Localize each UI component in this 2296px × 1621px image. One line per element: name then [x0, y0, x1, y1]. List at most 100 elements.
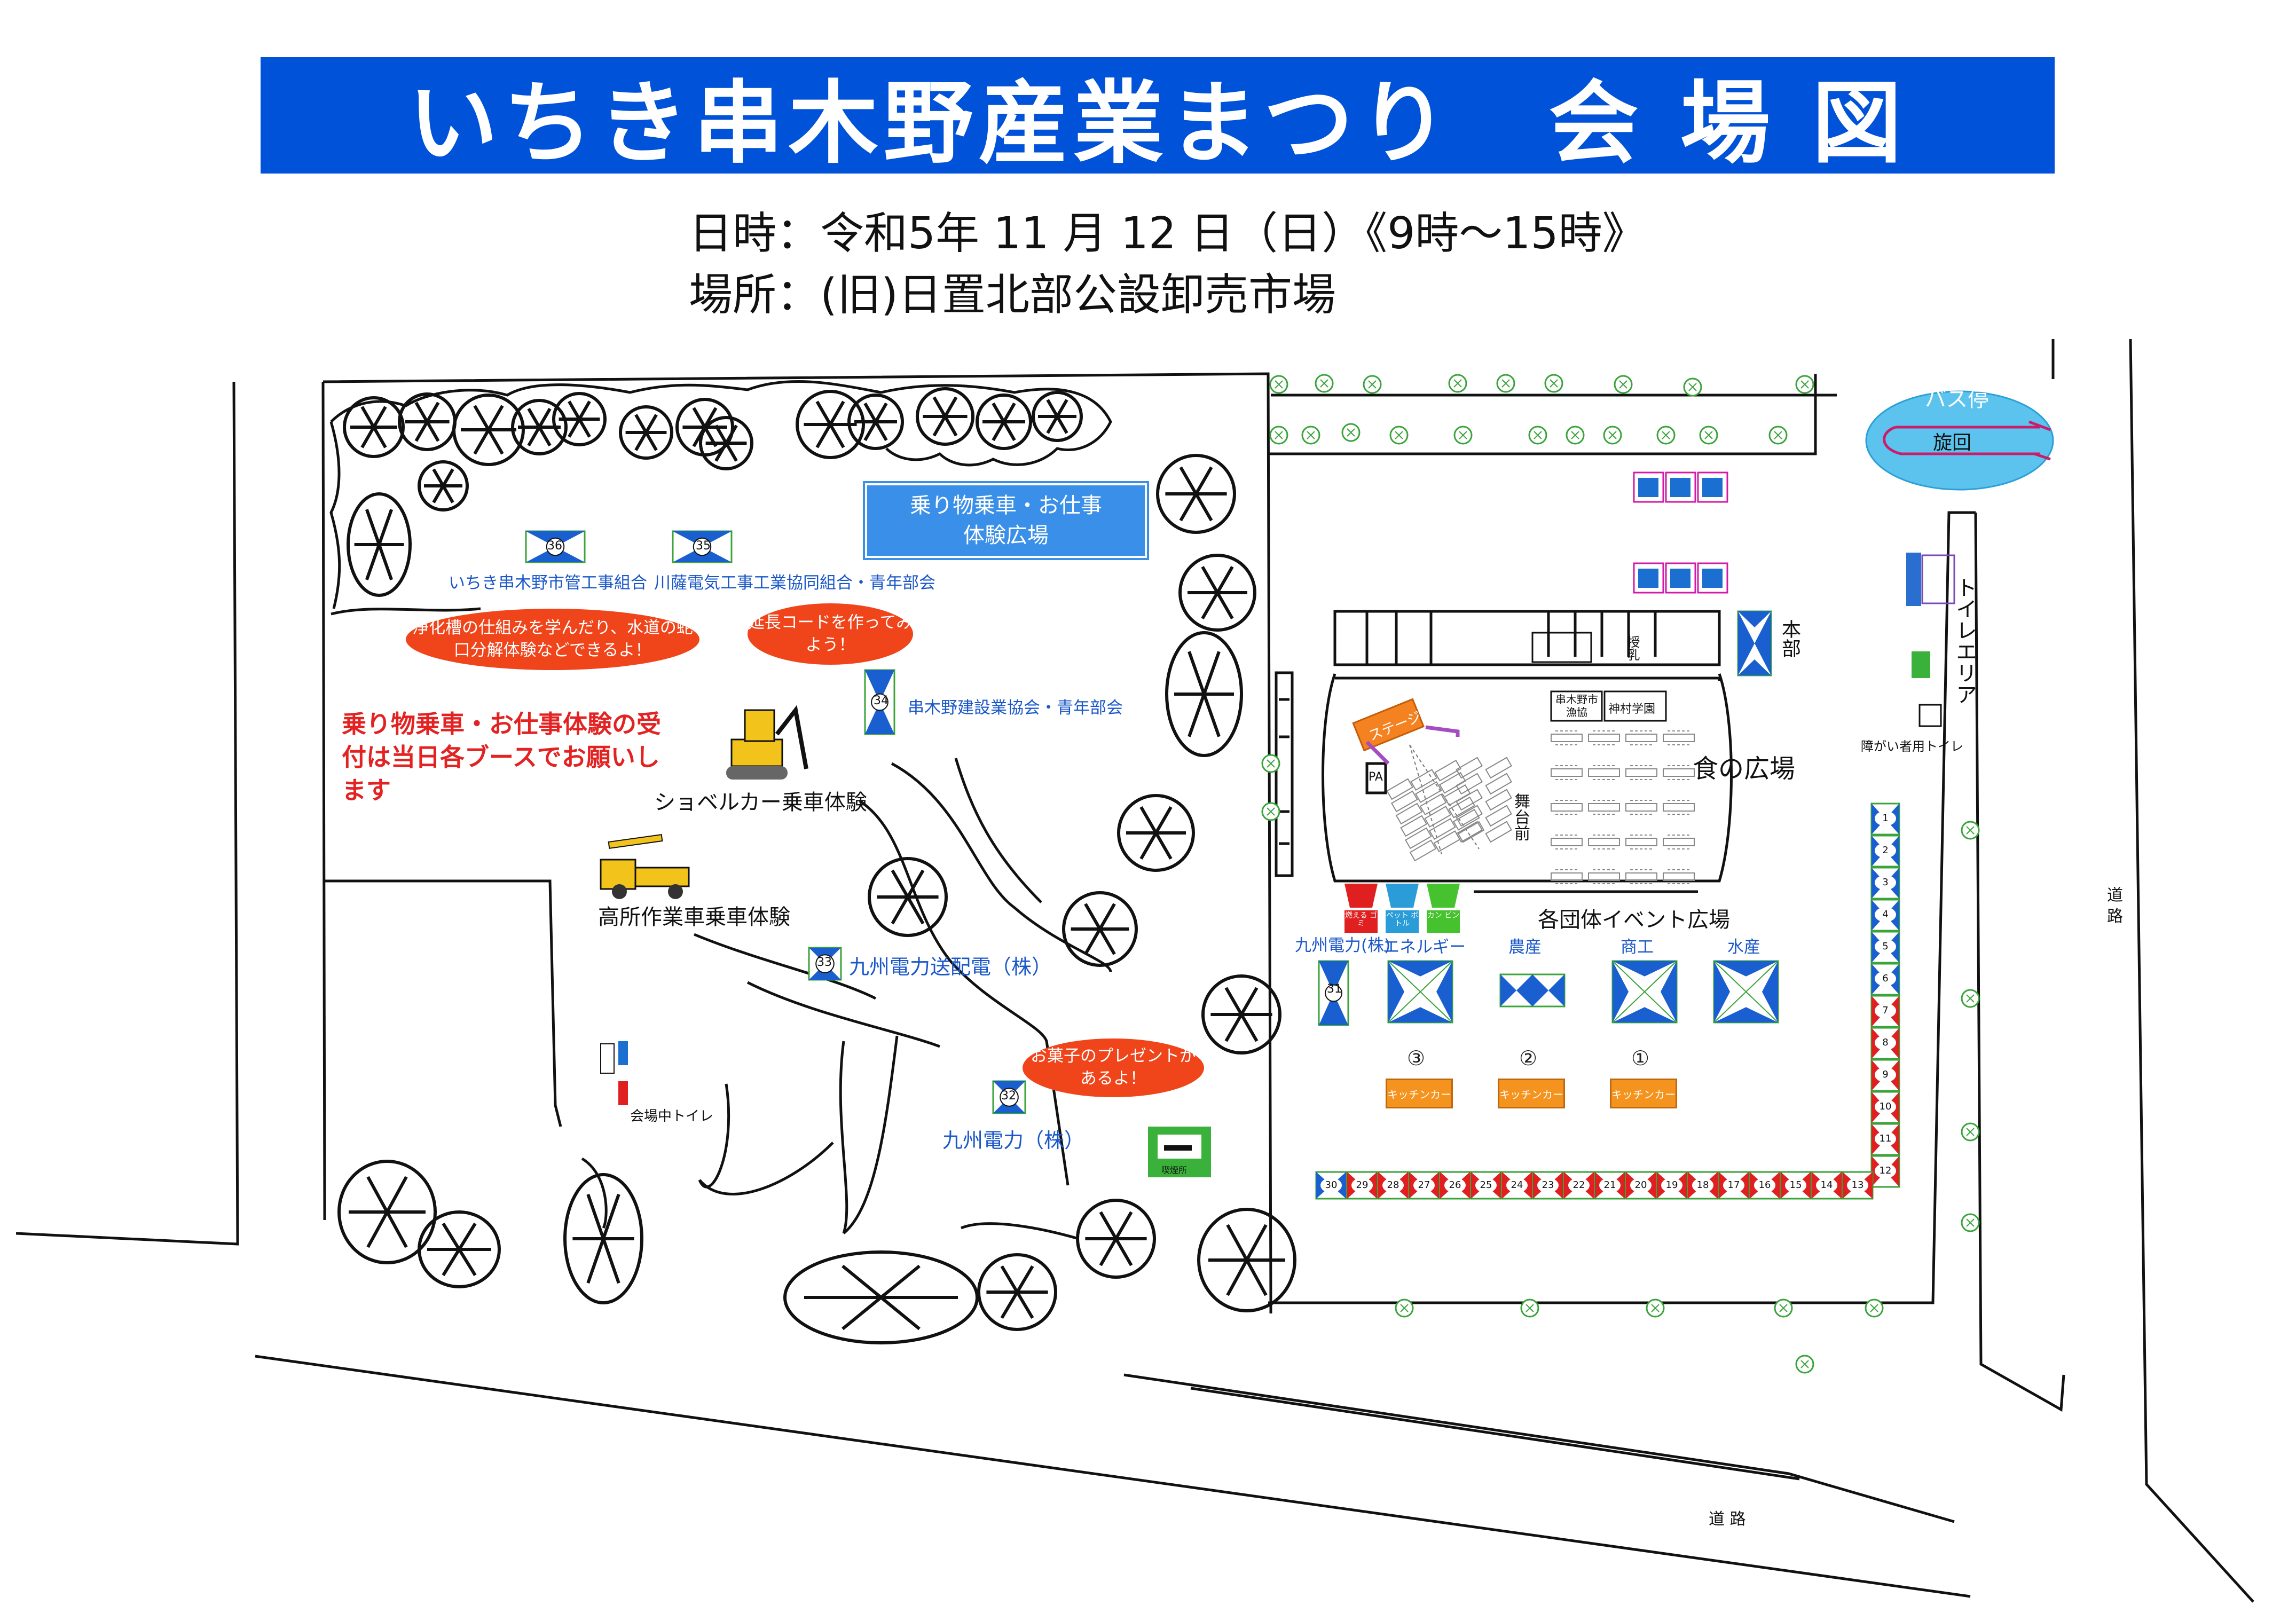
shrub-icon [1315, 374, 1334, 393]
booth-36-num: 36 [547, 539, 562, 553]
tree-icon [552, 392, 607, 446]
bin-burnable-label: 燃える ゴミ [1344, 911, 1378, 928]
stall-number: 20 [1630, 1178, 1652, 1193]
tree-icon [699, 416, 753, 470]
tree-icon [511, 399, 568, 455]
food-table [1551, 835, 1583, 849]
stall-number: 28 [1382, 1178, 1404, 1193]
shrub-icon [1544, 374, 1563, 393]
tree-icon [619, 405, 673, 460]
food-table [1625, 800, 1657, 815]
food-table [1588, 869, 1620, 884]
booth-35-label: 川薩電気工事工業協同組合・青年部会 [654, 573, 935, 593]
ride-area-line2: 体験広場 [963, 523, 1049, 548]
excavator-icon [726, 705, 808, 780]
tree-icon [418, 460, 469, 512]
tree-icon [976, 394, 1032, 450]
tree-icon [563, 1173, 643, 1304]
tree-icon [343, 396, 405, 458]
food-table [1663, 869, 1695, 884]
road-label-right: 道 路 [2104, 886, 2122, 924]
tree-icon [847, 394, 904, 450]
stage-enclosure [1322, 673, 1733, 883]
stall-number: 24 [1506, 1178, 1528, 1193]
tree-icon [1062, 891, 1138, 967]
booth-33-tent [808, 947, 842, 981]
shrub-icon [1363, 375, 1382, 394]
page-title: いちき串木野産業まつり 会 場 図 [261, 57, 2055, 176]
tree-icon [398, 392, 457, 451]
hq-tent [1737, 610, 1772, 676]
aerial-truck-icon [600, 833, 690, 899]
stall-number: 2 [1875, 843, 1896, 858]
food-table [1588, 765, 1620, 780]
booth-32-label: 九州電力（株） [942, 1129, 1085, 1152]
tree-icon [977, 1253, 1057, 1331]
booth-34-num: 34 [874, 694, 888, 707]
venue-toilet-label: 会場中トイレ [630, 1108, 714, 1124]
excavator-label: ショベルカー乗車体験 [654, 790, 867, 815]
stall-tile [1870, 899, 1900, 932]
shrub-icon [1528, 426, 1547, 445]
shrub-icon [1614, 375, 1633, 394]
aerial-truck-label: 高所作業車乗車体験 [598, 905, 790, 930]
stall-number: 25 [1475, 1178, 1497, 1193]
food-table [1551, 730, 1583, 745]
left-lot-outline [323, 372, 1272, 1313]
stall-number: 5 [1875, 939, 1896, 954]
shrub-icon [1774, 1299, 1793, 1318]
booth-36-label: いちき串木野市管工事組合 [449, 573, 647, 593]
ride-area-line1: 乗り物乗車・お仕事 [910, 493, 1102, 518]
food-plaza-label: 食の広場 [1693, 754, 1796, 784]
stall-number: 7 [1875, 1003, 1896, 1018]
bus-stop-label: バス停 [1925, 387, 1989, 412]
shrub-icon [1448, 374, 1467, 393]
food-table [1663, 835, 1695, 849]
group-agri-tent [1499, 973, 1566, 1008]
stall-number: 17 [1723, 1178, 1744, 1193]
event-plaza-label: 各団体イベント広場 [1538, 908, 1730, 932]
kitchen-car-2: キッチンカー [1498, 1079, 1565, 1108]
shrub-icon [1395, 1299, 1414, 1318]
food-table [1663, 765, 1695, 780]
bubble-water-experience: 浄化槽の仕組みを学んだり、水道の蛇口分解体験などできるよ！ [406, 609, 699, 670]
shrub-icon [1453, 426, 1473, 445]
food-table [1625, 765, 1657, 780]
stall-number: 22 [1568, 1178, 1590, 1193]
stall-number: 6 [1875, 971, 1896, 986]
booth-34-tent [864, 669, 895, 735]
shrub-icon [1269, 426, 1288, 445]
bubble-candy: お菓子のプレゼントがあるよ！ [1023, 1038, 1204, 1097]
tree-icon [916, 387, 974, 446]
tree-icon [796, 390, 865, 459]
group-energy-tent [1387, 960, 1453, 1024]
shrub-icon [1603, 426, 1622, 445]
tree-icon [783, 1250, 979, 1344]
shrub-icon [1301, 426, 1320, 445]
kitchen-num-1: ① [1631, 1046, 1650, 1070]
stall-number: 13 [1847, 1178, 1868, 1193]
booth-31-num: 31 [1327, 982, 1342, 996]
group-fishery-label: 水産 [1727, 938, 1760, 957]
parking-icon [1697, 471, 1728, 503]
bubble-cord-workshop: 延長コードを作ってみよう！ [748, 603, 913, 665]
stall-number: 21 [1599, 1178, 1621, 1193]
shrub-icon [1646, 1299, 1665, 1318]
booth-31-tent [1318, 960, 1349, 1026]
turnaround-label: 旋回 [1933, 432, 1972, 454]
kitchen-num-3: ③ [1407, 1046, 1426, 1070]
food-table [1663, 730, 1695, 745]
toilet-area-label: トイレエリア [1952, 577, 1977, 705]
stall-number: 14 [1816, 1178, 1837, 1193]
stall-number: 19 [1661, 1178, 1682, 1193]
shrub-icon [1683, 377, 1702, 397]
shrub-icon [1341, 423, 1361, 442]
building-outline [1333, 610, 1721, 666]
stall-number: 3 [1875, 875, 1896, 890]
nursing-label: 授乳 [1625, 635, 1640, 661]
shrub-icon [1496, 374, 1515, 393]
fish-coop-label: 串木野市漁協 [1555, 693, 1598, 719]
parking-icon [1633, 562, 1664, 594]
road-label-bottom: 道 路 [1709, 1510, 1746, 1529]
